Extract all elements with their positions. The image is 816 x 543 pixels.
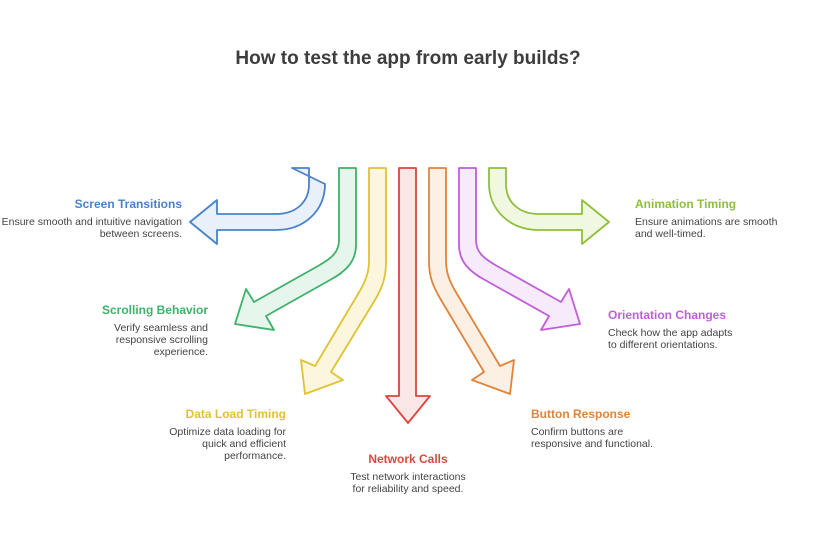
animation-timing-title: Animation Timing	[635, 197, 737, 211]
scrolling-behavior-desc: Verify seamless and responsive scrolling…	[114, 322, 208, 358]
data-load-timing-title: Data Load Timing	[185, 407, 286, 421]
arrow-animation-timing	[488, 167, 610, 245]
orientation-changes-desc: Check how the app adapts to different or…	[608, 327, 733, 351]
button-response-desc: Confirm buttons are responsive and funct…	[531, 426, 653, 450]
arrow-scrolling-behavior	[234, 167, 357, 331]
button-response-title: Button Response	[531, 407, 631, 421]
network-calls-desc: Test network interactions for reliabilit…	[350, 471, 466, 495]
arrow-orientation-changes	[458, 167, 581, 331]
arrow-network-calls	[385, 167, 431, 424]
orientation-changes-title: Orientation Changes	[608, 308, 727, 322]
scrolling-behavior-title: Scrolling Behavior	[101, 303, 208, 317]
arrow-screen-transitions	[189, 167, 326, 245]
screen-transitions-desc: Ensure smooth and intuitive navigation b…	[1, 216, 182, 240]
label-screen-transitions: Screen Transitions Ensure smooth and int…	[0, 197, 182, 240]
network-calls-title: Network Calls	[368, 452, 448, 466]
diagram-title: How to test the app from early builds?	[235, 48, 581, 69]
label-scrolling-behavior: Scrolling Behavior Verify seamless and r…	[18, 303, 208, 358]
animation-timing-desc: Ensure animations are smooth and well-ti…	[635, 216, 778, 240]
arrow-data-load-timing	[300, 167, 387, 395]
label-network-calls: Network Calls Test network interactions …	[313, 452, 503, 495]
arrow-button-response	[428, 167, 515, 395]
label-button-response: Button Response Confirm buttons are resp…	[531, 407, 721, 450]
label-data-load-timing: Data Load Timing Optimize data loading f…	[96, 407, 286, 462]
label-orientation-changes: Orientation Changes Check how the app ad…	[608, 308, 798, 351]
data-load-timing-desc: Optimize data loading for quick and effi…	[169, 426, 286, 462]
label-animation-timing: Animation Timing Ensure animations are s…	[635, 197, 805, 240]
screen-transitions-title: Screen Transitions	[74, 197, 182, 211]
